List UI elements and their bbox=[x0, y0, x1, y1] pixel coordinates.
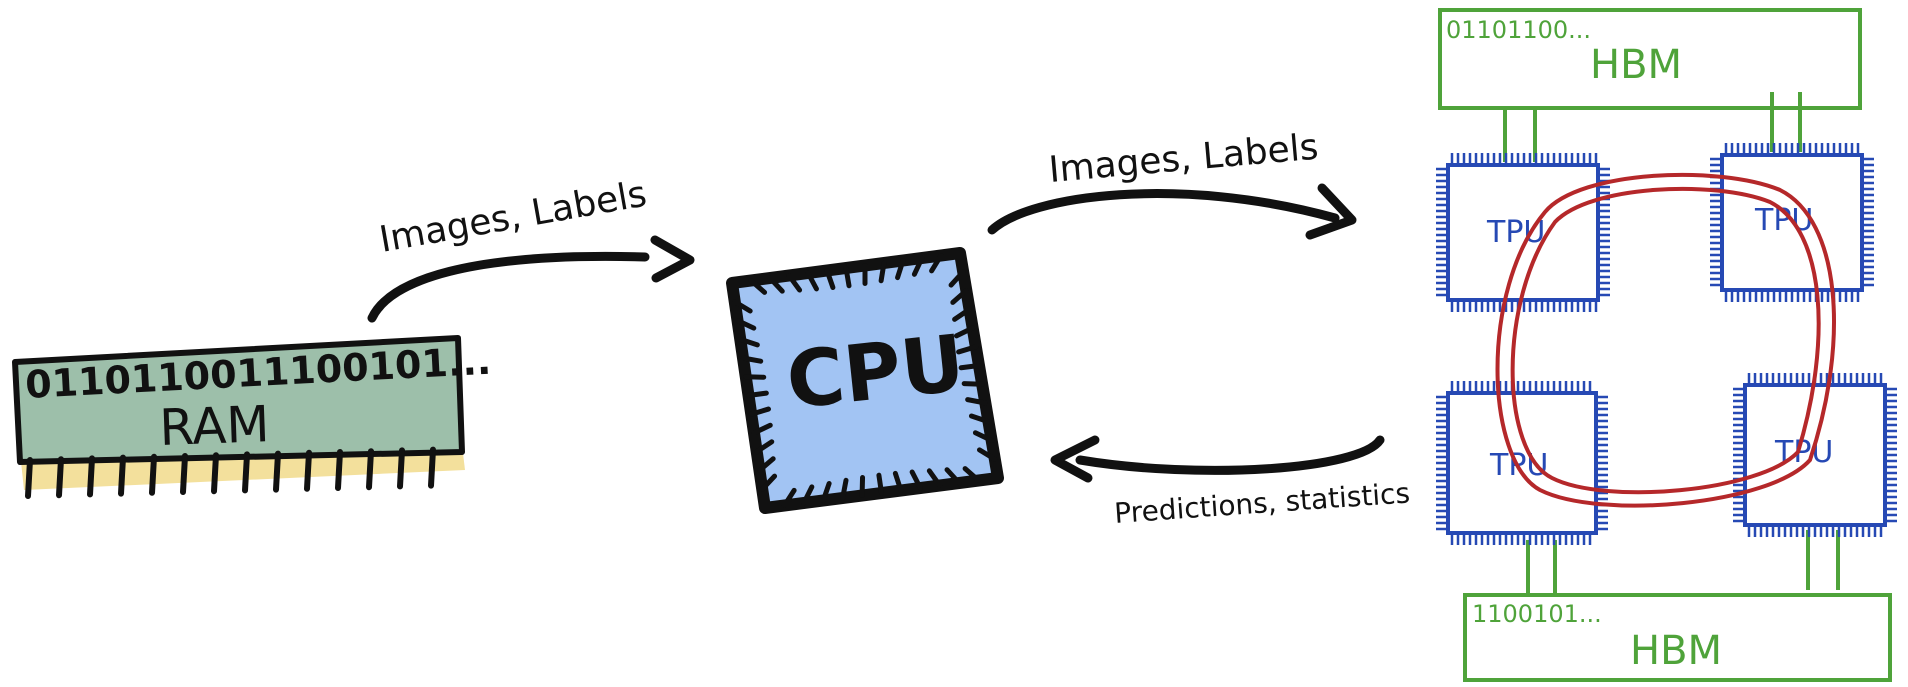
cpu-pin bbox=[948, 269, 966, 288]
cpu-pin bbox=[786, 273, 803, 293]
ram-pin bbox=[149, 453, 157, 496]
arrowhead-icon bbox=[1050, 435, 1100, 483]
cpu-pin bbox=[840, 477, 849, 501]
tpu-pins bbox=[1436, 153, 1610, 312]
hbm-top-label: HBM bbox=[1590, 42, 1682, 88]
cpu-pin bbox=[735, 318, 757, 331]
arrowhead-icon bbox=[1305, 183, 1357, 240]
tpu-body bbox=[1446, 391, 1598, 535]
cpu-pin bbox=[820, 480, 832, 503]
cpu-pin bbox=[962, 466, 982, 483]
cpu-pin bbox=[754, 439, 775, 455]
hbm-bottom-label: HBM bbox=[1630, 628, 1722, 674]
arrow-label-ram-to-cpu: Images, Labels bbox=[376, 174, 649, 261]
cpu-pin bbox=[950, 288, 969, 305]
arrowhead-icon bbox=[650, 235, 695, 283]
hbm-bottom-bits: 1100101... bbox=[1472, 600, 1602, 628]
hbm-top-bits: 01101100... bbox=[1446, 16, 1591, 44]
tpu-chip: TPU bbox=[1436, 153, 1610, 312]
ram-pin bbox=[397, 447, 405, 490]
cpu-pin bbox=[956, 344, 979, 355]
cpu-pin bbox=[926, 468, 943, 488]
ram-pin bbox=[118, 454, 126, 497]
ram-pin bbox=[366, 448, 374, 491]
cpu-pin bbox=[737, 336, 760, 348]
ram-module: 0110110011100101... RAM bbox=[12, 335, 492, 499]
cpu-pin bbox=[805, 270, 819, 292]
tpu-chip: TPU bbox=[1436, 381, 1608, 545]
cpu-pin bbox=[801, 484, 815, 506]
hbm-top: 01101100... HBM bbox=[1438, 8, 1862, 162]
ram-board bbox=[12, 335, 465, 465]
arrow-cpu-to-tpu: Images, Labels bbox=[987, 127, 1357, 240]
tpu-chip: TPU bbox=[1733, 373, 1897, 537]
hbm-bottom-connectors bbox=[1526, 530, 1840, 600]
hbm-top-board bbox=[1438, 8, 1862, 110]
cpu-label: CPU bbox=[783, 319, 969, 427]
ram-pin bbox=[304, 449, 312, 492]
cpu-pin bbox=[878, 260, 887, 284]
cpu-pin bbox=[929, 253, 944, 274]
cpu-pin bbox=[740, 355, 764, 364]
ram-pin bbox=[25, 457, 33, 499]
arrow-tpu-to-cpu: Predictions, statistics bbox=[1050, 435, 1411, 530]
ram-pin bbox=[180, 453, 188, 495]
ram-pin bbox=[242, 451, 250, 494]
tpu-chip: TPU bbox=[1710, 143, 1874, 302]
cpu-pin bbox=[759, 473, 778, 492]
cpu-pin bbox=[892, 470, 904, 493]
cpu-pin bbox=[952, 306, 972, 322]
tpu-label: TPU bbox=[1486, 215, 1545, 250]
cpu-pin bbox=[746, 390, 769, 398]
cpu-pin bbox=[961, 381, 985, 387]
ram-pin bbox=[211, 452, 219, 495]
cpu-pin bbox=[958, 363, 982, 371]
cpu-pin bbox=[751, 422, 773, 436]
cpu-pin bbox=[972, 430, 995, 443]
cpu-pin bbox=[911, 255, 925, 277]
ram-pin-teeth bbox=[25, 446, 436, 499]
arrow-label-cpu-to-tpu: Images, Labels bbox=[1047, 127, 1320, 191]
ram-pin bbox=[428, 446, 436, 489]
ram-pin bbox=[273, 450, 281, 493]
cpu-pin bbox=[732, 299, 753, 314]
cpu-pin bbox=[968, 413, 991, 425]
cpu-pin bbox=[748, 278, 768, 295]
cpu-pin bbox=[843, 265, 852, 289]
cpu-pin bbox=[757, 456, 776, 473]
cpu-pins bbox=[732, 253, 998, 508]
cpu-pin bbox=[976, 447, 998, 462]
tpu-interconnect bbox=[1495, 172, 1836, 508]
cpu-pin bbox=[965, 397, 988, 406]
ram-pin bbox=[56, 456, 64, 499]
hbm-bottom: 1100101... HBM bbox=[1463, 530, 1892, 682]
cpu-pin bbox=[824, 268, 836, 291]
ram-label: RAM bbox=[158, 395, 270, 457]
cpu-pin bbox=[767, 275, 785, 294]
ram-pin bbox=[87, 455, 95, 498]
cpu-pin bbox=[781, 487, 797, 508]
arrow-ram-to-cpu: Images, Labels bbox=[367, 174, 695, 323]
cpu-pin bbox=[909, 469, 923, 491]
cpu-pin bbox=[944, 467, 962, 486]
ram-pin bbox=[335, 449, 343, 491]
cpu-pin bbox=[895, 258, 906, 281]
tpu-grid: TPU TPU TPU TPU bbox=[1436, 143, 1897, 545]
arrow-label-tpu-to-cpu: Predictions, statistics bbox=[1113, 476, 1411, 530]
tpu-pins bbox=[1436, 381, 1608, 545]
cpu-pin bbox=[876, 472, 884, 496]
tpu-pins bbox=[1710, 143, 1874, 302]
hbm-bottom-board bbox=[1463, 593, 1892, 682]
cpu-pin bbox=[953, 325, 976, 339]
cpu-chip: CPU bbox=[726, 247, 1004, 514]
cpu-pin bbox=[748, 406, 771, 417]
